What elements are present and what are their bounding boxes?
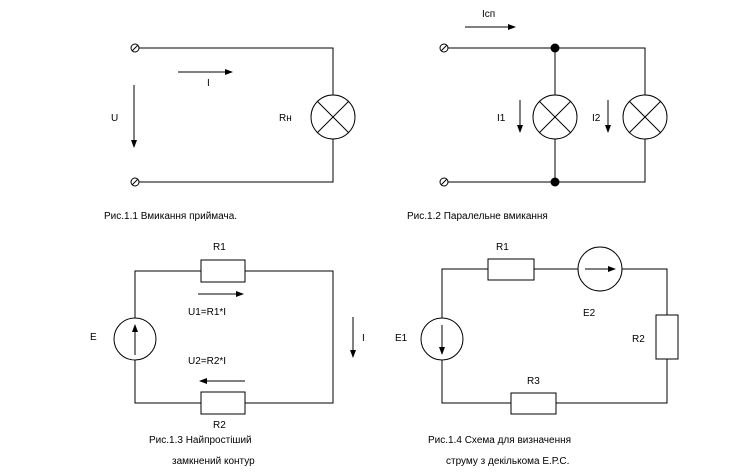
label-u2: U2=R2*I [188,356,226,367]
figure-1-3: R1 R2 E U1=R1*I U2=R2*I I Рис.1.3 Найпро… [90,242,365,467]
resistor-r1 [487,258,535,281]
terminal-bottom [130,177,140,187]
figure-1-1: I U Rн Рис.1.1 Вмикання приймача. [104,43,356,222]
label-current: I [362,333,365,344]
terminal-top [439,43,449,53]
label-r1: R1 [496,242,509,253]
label-r2: R2 [213,420,226,431]
figure-1-2: Iсп I1 I2 Рис.1.2 Паралельне вмикання [407,9,668,222]
figure-1-4: R1 R2 R3 E1 E2 Рис.1.4 Схема для визначе… [395,242,679,467]
resistor-r2 [655,314,679,360]
lamp-1 [532,94,578,140]
lamp-2 [622,94,668,140]
label-load: Rн [279,113,292,124]
label-e1: E1 [395,333,408,344]
caption-fig-1-3-line-2: замкнений контур [172,456,255,467]
wire-bottom [448,139,646,183]
wire-top-right [622,268,668,315]
caption-fig-1-4-line-1: Рис.1.4 Схема для визначення [428,435,571,446]
wire-bottom-left [134,360,201,404]
caption-fig-1-1: Рис.1.1 Вмикання приймача. [104,211,237,222]
wire-top-left [441,268,488,318]
terminal-top [130,43,140,53]
lamp-load [310,94,356,140]
label-branch-2: I2 [592,113,601,124]
wire-right-bottom [556,359,668,404]
caption-fig-1-3-line-1: Рис.1.3 Найпростіший [149,435,252,446]
emf-source [113,317,157,361]
label-e2: E2 [583,308,596,319]
label-r3: R3 [527,376,540,387]
emf-source-e1 [420,317,464,361]
label-total-current: Iсп [482,9,495,20]
label-current: I [207,78,210,89]
wire-top [448,47,646,95]
caption-fig-1-4-line-2: струму з декількома Е.Р.С. [446,456,569,467]
label-emf: E [90,332,97,343]
wire-bottom [139,139,334,183]
label-u1: U1=R1*I [188,307,226,318]
wire-top-right [245,270,334,404]
terminal-bottom [439,177,449,187]
caption-fig-1-2: Рис.1.2 Паралельне вмикання [407,211,548,222]
wire-top [139,47,334,95]
label-r2: R2 [632,334,645,345]
resistor-r1 [200,259,246,283]
emf-source-e2 [577,246,623,292]
junction-top [550,43,560,53]
wire-top [134,270,201,318]
wire-bottom-left [441,360,511,404]
junction-bottom [550,177,560,187]
label-voltage: U [111,113,118,124]
label-branch-1: I1 [497,113,506,124]
resistor-r2 [200,391,246,415]
resistor-r3 [510,392,557,415]
label-r1: R1 [213,242,226,253]
